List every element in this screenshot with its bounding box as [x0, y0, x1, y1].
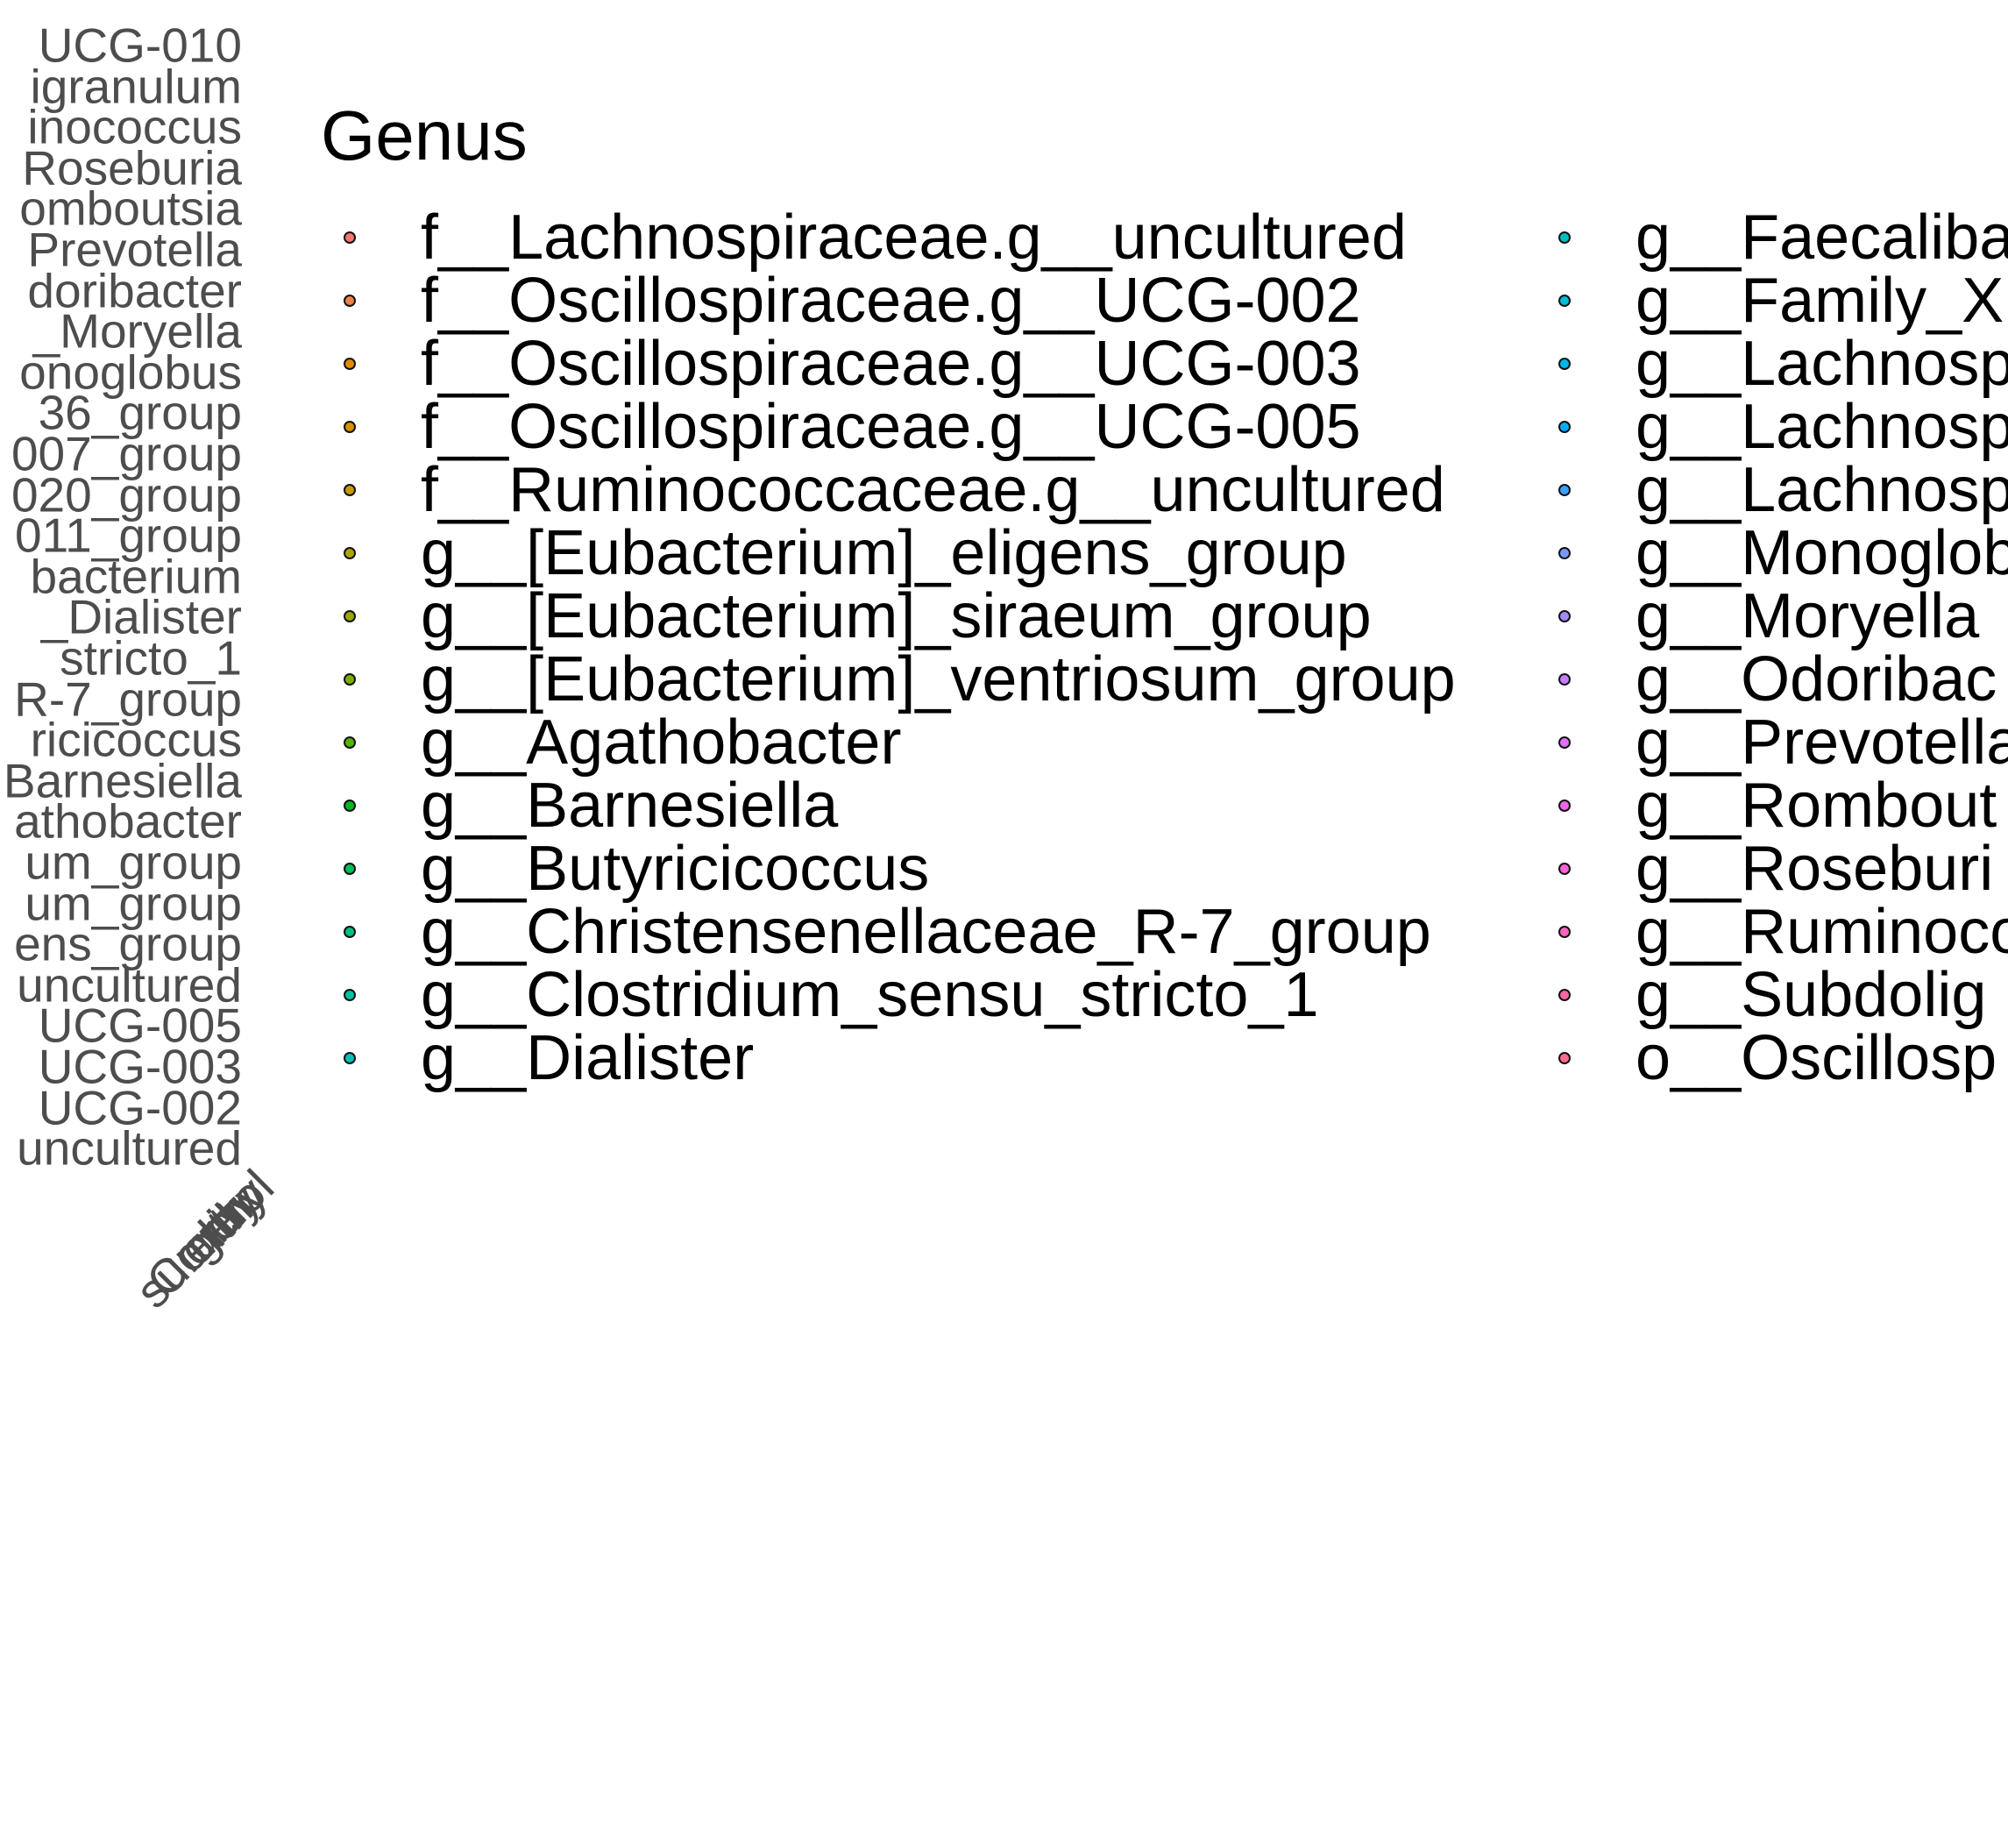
legend-label: g__Monoglob	[1635, 518, 2008, 588]
y-tick-label: 007_group	[11, 426, 242, 481]
y-tick-label: stricto_1	[60, 630, 242, 686]
legend-key-dot	[344, 673, 356, 686]
legend-key-dot	[1558, 800, 1571, 812]
legend-label: o__Oscillosp	[1635, 1023, 1997, 1093]
legend-key-dot	[1558, 736, 1571, 749]
legend-label: f__Oscillospiraceae.g__UCG-002	[421, 266, 1361, 336]
y-tick-label: uncultured	[17, 957, 242, 1013]
legend-key-dot	[1558, 358, 1571, 370]
y-tick-label: 36_group	[38, 385, 242, 440]
legend-label: g__Rombout	[1635, 771, 1997, 841]
y-tick-label: um_group	[25, 876, 242, 931]
legend-label: g__Moryella	[1635, 581, 1980, 651]
legend-key-dot	[344, 989, 356, 1001]
legend-label: g__Barnesiella	[421, 771, 839, 841]
y-tick-label: 020_group	[11, 467, 242, 522]
legend-label: f__Oscillospiraceae.g__UCG-003	[421, 329, 1361, 399]
y-tick-label: UCG-005	[38, 998, 242, 1053]
legend-label: g__Roseburi	[1635, 834, 1994, 904]
y-tick-label: omboutsia	[19, 181, 242, 236]
y-tick-label: R-7_group	[14, 672, 242, 727]
legend-label: g__Clostridium_sensu_stricto_1	[421, 960, 1319, 1030]
legend-key-dot	[344, 926, 356, 938]
legend-key-dot	[1558, 1052, 1571, 1064]
legend-key-dot	[1558, 231, 1571, 244]
legend-key-dot	[1558, 863, 1571, 875]
legend-key-dot	[344, 863, 356, 875]
legend-label: g__Lachnosp	[1635, 329, 2008, 399]
legend-label: f__Ruminococcaceae.g__uncultured	[421, 455, 1445, 525]
legend-label: g__Prevotella	[1635, 707, 2008, 778]
legend-key-dot	[344, 484, 356, 496]
y-tick-label: Barnesiella	[3, 753, 242, 808]
legend-label: g__Christensenellaceae_R-7_group	[421, 897, 1431, 967]
legend-key-dot	[344, 736, 356, 749]
y-tick-label: igranulum	[30, 59, 242, 114]
legend-label: f__Lachnospiraceae.g__uncultured	[421, 203, 1407, 273]
legend-label: g__Faecaliba	[1635, 203, 2008, 273]
y-tick-label: UCG-002	[38, 1080, 242, 1135]
legend-key-dot	[1558, 989, 1571, 1001]
y-tick-label: 011_group	[15, 508, 242, 563]
y-tick-label: uncultured	[17, 1120, 242, 1175]
legend-label: g__[Eubacterium]_eligens_group	[421, 518, 1347, 588]
y-tick-label: doribacter	[27, 263, 242, 318]
legend-key-dot	[1558, 673, 1571, 686]
legend-key-dot	[344, 358, 356, 370]
legend-label: g__[Eubacterium]_siraeum_group	[421, 581, 1372, 651]
legend-label: g__Butyricicoccus	[421, 834, 930, 904]
legend-key-dot	[344, 421, 356, 433]
y-tick-label: UCG-003	[38, 1039, 242, 1094]
legend-key-dot	[1558, 610, 1571, 622]
y-tick-label: um_group	[25, 835, 242, 890]
y-tick-label: bacterium	[30, 549, 242, 604]
legend-key-dot	[344, 231, 356, 244]
legend-title: Genus	[321, 96, 528, 174]
legend-key-dot	[1558, 295, 1571, 307]
y-tick-label: _Dialister	[40, 589, 242, 644]
y-tick-label: ricicoccus	[30, 712, 242, 767]
legend-key-dot	[1558, 484, 1571, 496]
legend-label: g__Odoribac	[1635, 644, 1997, 714]
y-tick-label: athobacter	[14, 793, 242, 849]
legend-key-dot	[344, 1052, 356, 1064]
legend-label: g__Lachnosp	[1635, 392, 2008, 462]
legend-label: g__Subdolig	[1635, 960, 1987, 1030]
legend-key-dot	[344, 295, 356, 307]
legend-label: g__Dialister	[421, 1023, 755, 1093]
legend-key-dot	[1558, 421, 1571, 433]
legend-label: g__Family_X	[1635, 266, 2004, 336]
legend-label: g__[Eubacterium]_ventriosum_group	[421, 644, 1456, 714]
y-tick-label: ens_group	[14, 916, 242, 971]
legend-label: f__Oscillospiraceae.g__UCG-005	[421, 392, 1361, 462]
legend-key-dot	[344, 547, 356, 559]
legend-key-dot	[344, 800, 356, 812]
x-tick-label: Control	[135, 1159, 285, 1308]
y-tick-label: onoglobus	[19, 345, 242, 400]
y-tick-label: _Moryella	[32, 303, 242, 359]
legend-label: g__Lachnosp	[1635, 455, 2008, 525]
y-tick-label: Prevotella	[27, 222, 242, 277]
legend-key-dot	[344, 610, 356, 622]
legend-label: g__Agathobacter	[421, 707, 902, 778]
legend-key-dot	[1558, 547, 1571, 559]
legend-key-dot	[1558, 926, 1571, 938]
y-tick-label: inococcus	[27, 99, 242, 154]
y-tick-label: UCG-010	[38, 18, 242, 73]
legend-label: g__Ruminoco	[1635, 897, 2008, 967]
y-tick-label: Roseburia	[22, 140, 242, 195]
